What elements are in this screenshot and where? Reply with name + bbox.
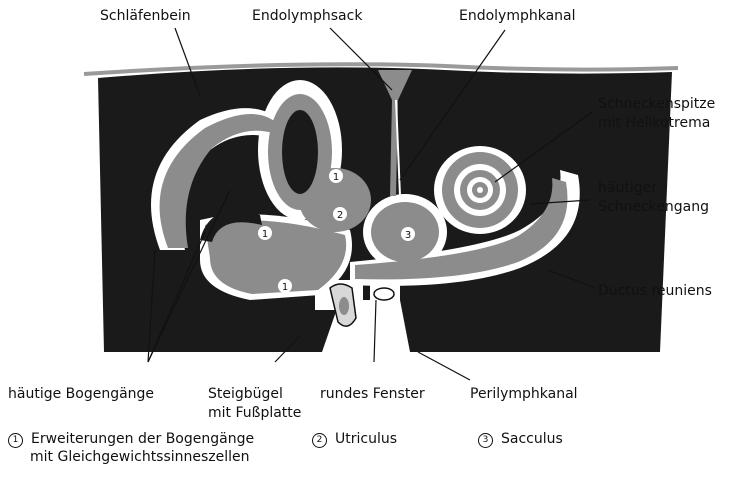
label-haeutiger-schneckengang-line1: häutiger [598, 180, 657, 197]
marker-2: 2 [333, 207, 347, 221]
legend-item-2: 2 Utriculus [312, 430, 397, 448]
label-schneckenspitze-line2: mit Helikotrema [598, 115, 710, 132]
label-steigbuegel-line1: Steigbügel [208, 386, 283, 403]
marker-1-middle: 1 [258, 226, 272, 240]
label-haeutige-bogengaenge: häutige Bogengänge [8, 386, 154, 403]
legend-item-1-line1: Erweiterungen der Bogengänge [31, 431, 254, 447]
label-steigbuegel-line2: mit Fußplatte [208, 405, 301, 422]
svg-text:1: 1 [333, 172, 339, 183]
legend-item-1-line2: mit Gleichgewichtssinneszellen [30, 448, 250, 466]
label-ductus-reuniens: Ductus reuniens [598, 283, 712, 300]
svg-text:1: 1 [262, 229, 268, 240]
label-perilymphkanal: Perilymphkanal [470, 386, 578, 403]
legend-marker-2: 2 [312, 433, 327, 448]
legend-item-3-label: Sacculus [501, 431, 563, 447]
marker-1-lower: 1 [278, 279, 292, 293]
svg-text:3: 3 [405, 230, 411, 241]
marker-1-upper: 1 [329, 169, 343, 183]
label-haeutiger-schneckengang-line2: Schneckengang [598, 199, 709, 216]
legend-item-3: 3 Sacculus [478, 430, 563, 448]
label-rundes-fenster: rundes Fenster [320, 386, 425, 403]
svg-text:1: 1 [282, 282, 288, 293]
label-schlaefenbein: Schläfenbein [100, 8, 191, 25]
svg-text:2: 2 [337, 210, 343, 221]
marker-3: 3 [401, 227, 415, 241]
legend-item-1: 1 Erweiterungen der Bogengänge [8, 430, 254, 448]
legend-marker-1: 1 [8, 433, 23, 448]
legend-item-2-label: Utriculus [335, 431, 397, 447]
label-endolymphsack: Endolymphsack [252, 8, 362, 25]
legend-marker-3: 3 [478, 433, 493, 448]
cochlear-spiral [454, 164, 506, 216]
label-endolymphkanal: Endolymphkanal [459, 8, 576, 25]
label-schneckenspitze-line1: Schneckenspitze [598, 96, 715, 113]
